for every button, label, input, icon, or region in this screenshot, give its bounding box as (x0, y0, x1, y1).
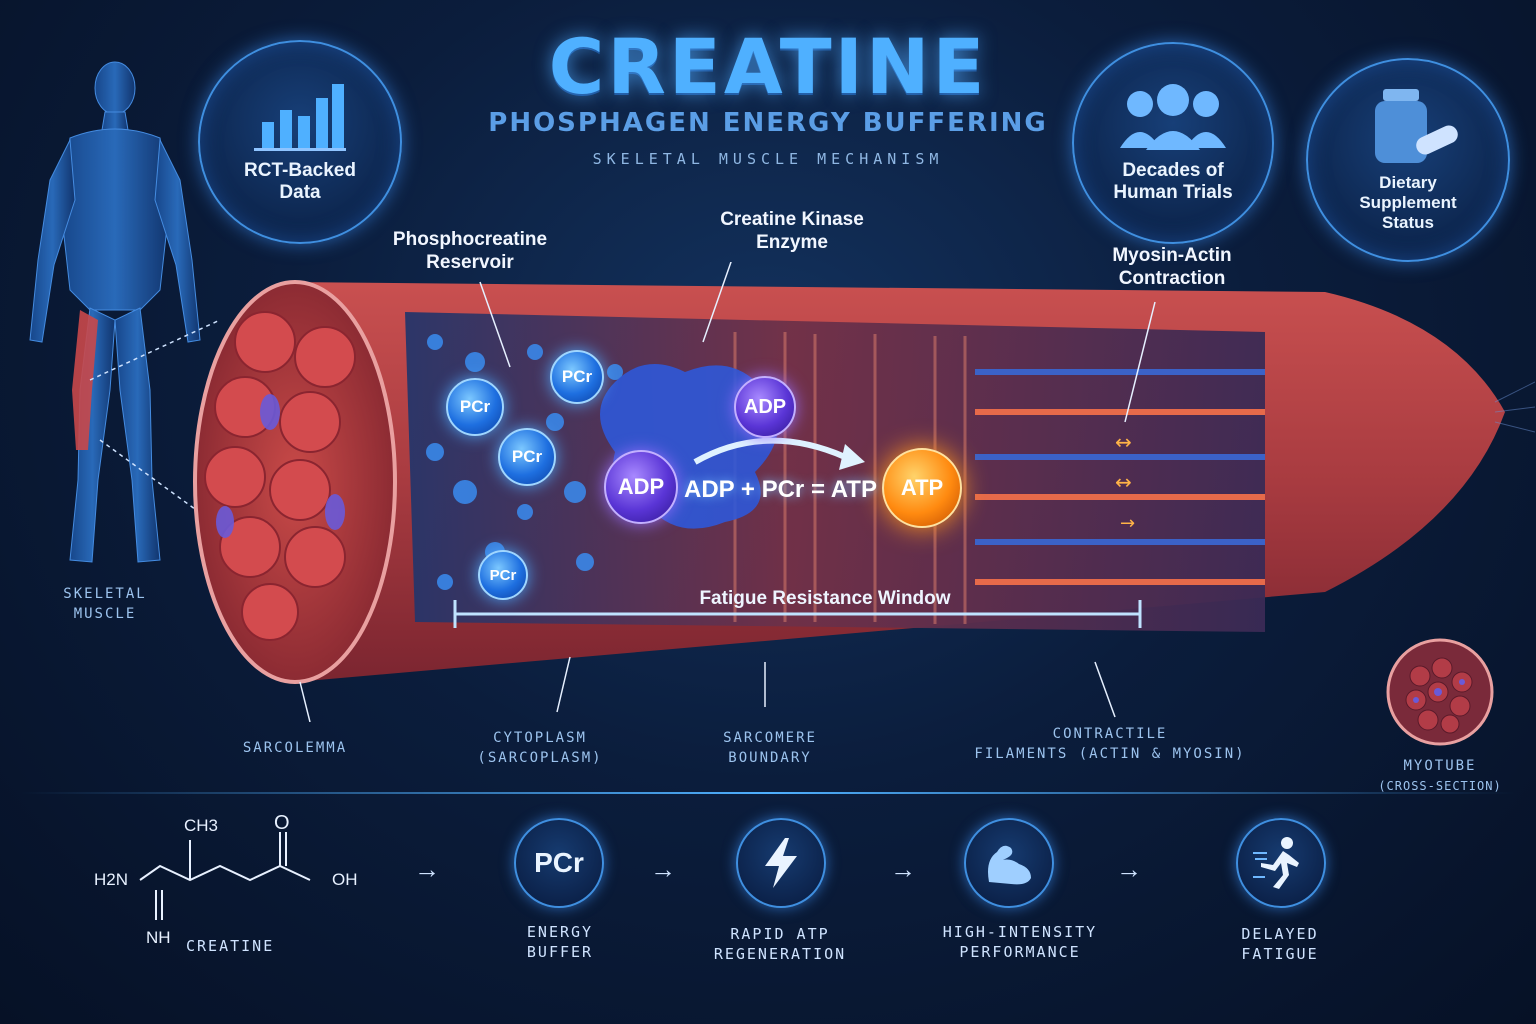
rct-label: RCT-Backed Data (244, 160, 356, 203)
delayed-fatigue-line-1: DELAYED (1241, 925, 1319, 943)
skeletal-muscle-label: SKELETAL MUSCLE (30, 584, 180, 624)
myotube-label: MYOTUBE (CROSS-SECTION) (1360, 756, 1520, 796)
sarcomere-label: SARCOMERE BOUNDARY (680, 728, 860, 768)
pcr-molecule-1: PCr (446, 378, 504, 436)
myosin-line-1: Myosin-Actin (1112, 245, 1232, 266)
creatine-structure-diagram (139, 832, 311, 920)
flow-arrow-1: → (414, 854, 440, 884)
pcr-molecule-4: PCr (478, 550, 528, 600)
reaction-equation: ADP + PCr = ATP (684, 476, 877, 503)
sarcolemma-label: SARCOLEMMA (242, 740, 348, 756)
lightning-icon (765, 838, 797, 888)
energy-buffer-icon-text: PCr (534, 847, 584, 878)
flow-step-performance: HIGH-INTENSITY PERFORMANCE (930, 922, 1110, 962)
fatigue-window-label: Fatigue Resistance Window (699, 588, 951, 609)
contraction-arrows: ↔ ↔ → (1115, 430, 1135, 534)
delayed-fatigue-circle (1236, 818, 1326, 908)
cytoplasm-label: CYTOPLASM (SARCOPLASM) (450, 728, 630, 768)
filaments-line-2: FILAMENTS (ACTIN & MYOSIN) (974, 746, 1246, 762)
page-subtitle: PHOSPHAGEN ENERGY BUFFERING (488, 108, 1048, 138)
callout-lines (299, 262, 1156, 722)
supplement-bottle-icon (1375, 89, 1458, 163)
performance-circle (964, 818, 1054, 908)
filaments-line-1: CONTRACTILE (1052, 726, 1168, 742)
myotube-line-1: MYOTUBE (1403, 758, 1477, 774)
flexed-arm-icon (988, 845, 1031, 885)
cytoplasm-line-2: (SARCOPLASM) (477, 750, 603, 766)
skeletal-line-1: SKELETAL (63, 586, 147, 602)
kinase-callout: Creatine Kinase Enzyme (692, 208, 892, 254)
nuclei (216, 394, 345, 538)
page-title: CREATINE (548, 22, 988, 111)
delayed-fatigue-line-2: FATIGUE (1241, 945, 1319, 963)
pcr-molecule-2: PCr (550, 350, 604, 404)
energy-buffer-line-1: ENERGY (526, 923, 594, 941)
supplement-label: Dietary Supplement Status (1359, 173, 1457, 232)
myotube-line-2: (CROSS-SECTION) (1378, 779, 1502, 793)
flow-step-delayed-fatigue: DELAYED FATIGUE (1200, 924, 1360, 964)
runner-icon (1253, 837, 1299, 889)
cytoplasm-line-1: CYTOPLASM (493, 730, 587, 746)
flow-arrow-4: → (1116, 854, 1142, 884)
trials-label: Decades of Human Trials (1113, 160, 1233, 203)
rapid-atp-line-1: RAPID ATP (730, 925, 830, 943)
section-divider (20, 792, 1516, 794)
myosin-callout: Myosin-Actin Contraction (1072, 244, 1272, 290)
skeletal-line-2: MUSCLE (73, 606, 137, 622)
ch3-label: CH3 (184, 816, 219, 835)
kinase-line-1: Creatine Kinase (720, 209, 864, 230)
flow-arrow-3: → (890, 854, 916, 884)
energy-buffer-icon: PCr (514, 818, 604, 908)
reservoir-line-1: Phosphocreatine (392, 229, 548, 250)
highlighted-thigh-muscle (72, 310, 98, 450)
trials-badge: Decades of Human Trials (1072, 42, 1274, 244)
sarcomere-line-1: SARCOMERE (723, 730, 817, 746)
people-icon (1120, 84, 1226, 150)
nh-label: NH (146, 928, 171, 947)
supplement-badge: Dietary Supplement Status (1306, 58, 1510, 262)
svg-text:↔: ↔ (1115, 470, 1132, 494)
oxygen-label: O (274, 812, 290, 834)
reaction-arrow (693, 437, 847, 465)
adp-molecule: ADP (604, 450, 678, 524)
flow-step-rapid-atp: RAPID ATP REGENERATION (700, 924, 860, 964)
oh-label: OH (332, 870, 358, 889)
creatine-structure-name: CREATINE (186, 937, 275, 955)
svg-text:→: → (1120, 513, 1135, 534)
svg-text:↔: ↔ (1115, 430, 1132, 454)
tendon-fibers (1494, 381, 1535, 433)
flow-step-energy-buffer: ENERGY BUFFER (480, 922, 640, 962)
myosin-line-2: Contraction (1118, 268, 1226, 289)
reservoir-line-2: Reservoir (426, 252, 514, 273)
myotube-cross-section-image (1386, 638, 1494, 746)
energy-buffer-line-2: BUFFER (526, 943, 594, 961)
performance-line-2: PERFORMANCE (959, 943, 1081, 961)
human-figure-icon (29, 61, 201, 563)
filaments-label: CONTRACTILE FILAMENTS (ACTIN & MYOSIN) (950, 724, 1270, 764)
kinase-line-2: Enzyme (756, 232, 828, 253)
page-tagline: SKELETAL MUSCLE MECHANISM (592, 150, 944, 168)
performance-line-1: HIGH-INTENSITY (942, 923, 1098, 941)
reaction-arrow-head (839, 444, 865, 470)
contractile-filaments (975, 369, 1265, 585)
sarcomere-line-2: BOUNDARY (728, 750, 812, 766)
h2n-label: H2N (94, 870, 129, 889)
rapid-atp-circle (736, 818, 826, 908)
zoom-connector-lines (89, 319, 221, 521)
rct-badge: RCT-Backed Data (198, 40, 402, 244)
bar-chart-icon (254, 84, 346, 151)
reservoir-callout: Phosphocreatine Reservoir (370, 228, 570, 274)
atp-molecule: ATP (882, 448, 962, 528)
flow-arrow-2: → (650, 854, 676, 884)
pcr-molecule-3: PCr (498, 428, 556, 486)
adp-molecule-enzyme: ADP (734, 376, 796, 438)
rapid-atp-line-2: REGENERATION (713, 945, 847, 963)
myofibril-bundles (204, 311, 356, 641)
